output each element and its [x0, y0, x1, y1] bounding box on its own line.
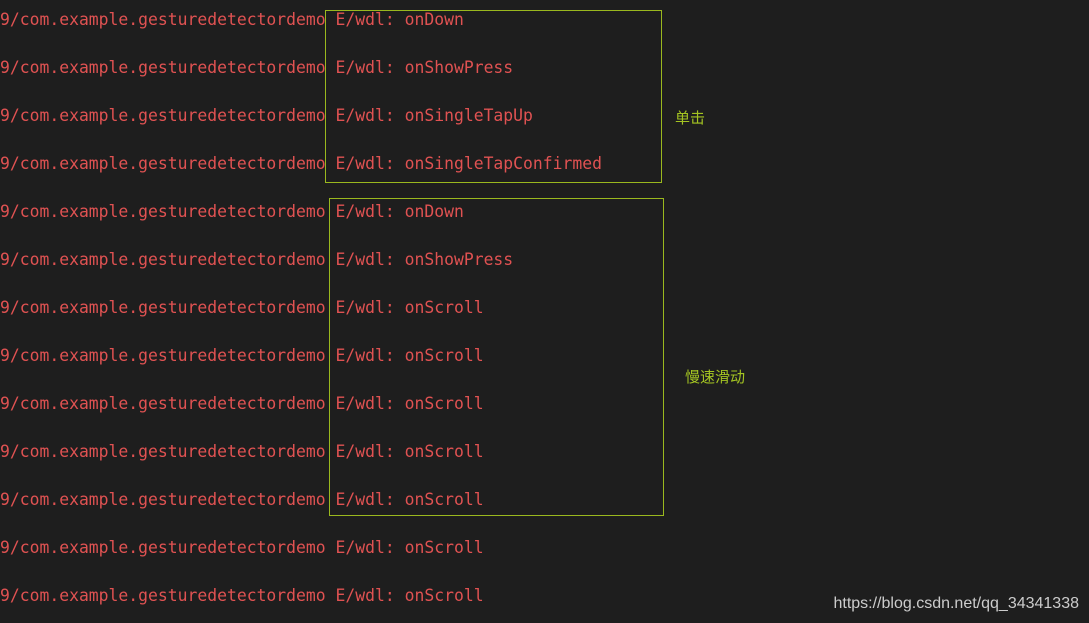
log-message: onScroll	[404, 346, 484, 365]
log-tag: E/wdl:	[335, 346, 395, 365]
single-tap-annotation: 单击	[675, 109, 706, 127]
log-tag: E/wdl:	[335, 58, 395, 77]
log-package: 9/com.example.gesturedetectordemo	[0, 106, 326, 125]
log-package: 9/com.example.gesturedetectordemo	[0, 250, 326, 269]
log-message: onShowPress	[404, 250, 514, 269]
log-package: 9/com.example.gesturedetectordemo	[0, 442, 326, 461]
log-tag: E/wdl:	[335, 394, 395, 413]
log-line: 9/com.example.gesturedetectordemo E/wdl:…	[0, 296, 484, 320]
log-line: 9/com.example.gesturedetectordemo E/wdl:…	[0, 392, 484, 416]
log-package: 9/com.example.gesturedetectordemo	[0, 154, 326, 173]
log-message: onScroll	[404, 394, 484, 413]
log-line: 9/com.example.gesturedetectordemo E/wdl:…	[0, 104, 533, 128]
log-line: 9/com.example.gesturedetectordemo E/wdl:…	[0, 200, 464, 224]
log-message: onScroll	[404, 490, 484, 509]
log-message: onScroll	[404, 586, 484, 605]
log-tag: E/wdl:	[335, 298, 395, 317]
log-tag: E/wdl:	[335, 586, 395, 605]
log-tag: E/wdl:	[335, 490, 395, 509]
log-line: 9/com.example.gesturedetectordemo E/wdl:…	[0, 536, 484, 560]
log-tag: E/wdl:	[335, 538, 395, 557]
log-package: 9/com.example.gesturedetectordemo	[0, 586, 326, 605]
log-tag: E/wdl:	[335, 10, 395, 29]
log-line: 9/com.example.gesturedetectordemo E/wdl:…	[0, 344, 484, 368]
log-tag: E/wdl:	[335, 154, 395, 173]
slow-scroll-annotation: 慢速滑动	[685, 368, 746, 386]
log-message: onDown	[404, 10, 464, 29]
log-message: onDown	[404, 202, 464, 221]
log-package: 9/com.example.gesturedetectordemo	[0, 394, 326, 413]
log-message: onShowPress	[404, 58, 514, 77]
log-line: 9/com.example.gesturedetectordemo E/wdl:…	[0, 56, 513, 80]
log-line: 9/com.example.gesturedetectordemo E/wdl:…	[0, 488, 484, 512]
single-tap-highlight-box	[325, 10, 662, 183]
log-tag: E/wdl:	[335, 250, 395, 269]
log-package: 9/com.example.gesturedetectordemo	[0, 202, 326, 221]
log-package: 9/com.example.gesturedetectordemo	[0, 298, 326, 317]
log-tag: E/wdl:	[335, 202, 395, 221]
watermark-url: https://blog.csdn.net/qq_34341338	[833, 595, 1079, 612]
log-tag: E/wdl:	[335, 106, 395, 125]
log-line: 9/com.example.gesturedetectordemo E/wdl:…	[0, 152, 602, 176]
log-line: 9/com.example.gesturedetectordemo E/wdl:…	[0, 584, 484, 608]
log-package: 9/com.example.gesturedetectordemo	[0, 538, 326, 557]
log-message: onSingleTapUp	[404, 106, 533, 125]
log-message: onSingleTapConfirmed	[404, 154, 602, 173]
log-message: onScroll	[404, 298, 484, 317]
log-line: 9/com.example.gesturedetectordemo E/wdl:…	[0, 248, 513, 272]
log-package: 9/com.example.gesturedetectordemo	[0, 58, 326, 77]
log-message: onScroll	[404, 538, 484, 557]
log-package: 9/com.example.gesturedetectordemo	[0, 490, 326, 509]
log-line: 9/com.example.gesturedetectordemo E/wdl:…	[0, 440, 484, 464]
log-line: 9/com.example.gesturedetectordemo E/wdl:…	[0, 8, 464, 32]
slow-scroll-highlight-box	[329, 198, 664, 516]
log-package: 9/com.example.gesturedetectordemo	[0, 346, 326, 365]
log-message: onScroll	[404, 442, 484, 461]
log-tag: E/wdl:	[335, 442, 395, 461]
log-package: 9/com.example.gesturedetectordemo	[0, 10, 326, 29]
